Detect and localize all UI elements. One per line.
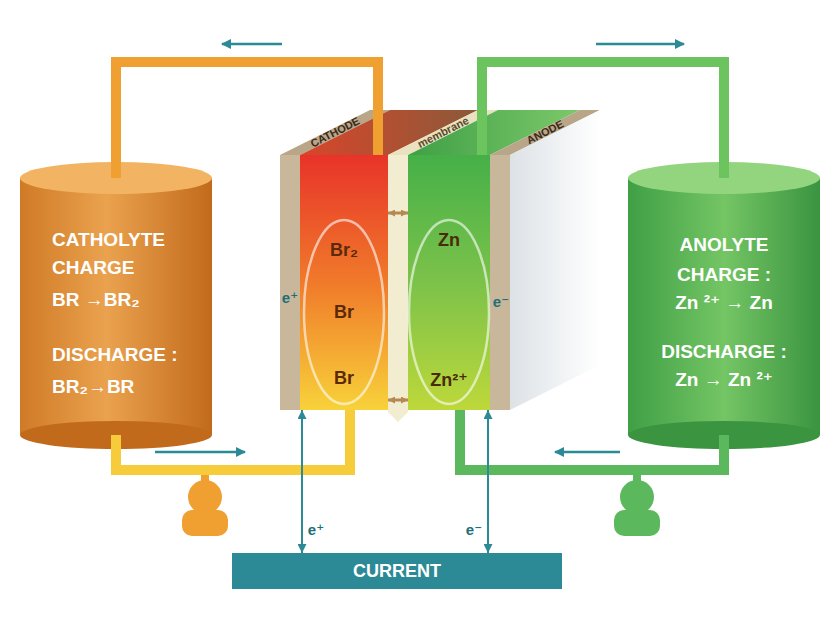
tank-body: [628, 178, 820, 435]
electrolyte-pipe: [116, 410, 350, 470]
node-text: Zn → Zn ²⁺: [628, 369, 820, 391]
flow-arrow: [222, 43, 282, 46]
charge-carrier: e⁺: [282, 290, 298, 307]
node-text: BR →BR₂: [20, 289, 212, 311]
catholyte-tank: CATHOLYTE CHARGE BR →BR₂ DISCHARGE : BR₂→BR: [20, 178, 212, 435]
anolyte-chamber: ZnZn²⁺: [408, 155, 490, 410]
node-text: CHARGE: [20, 257, 212, 279]
node-text: Zn²⁺: [408, 369, 490, 391]
anode-plate: [490, 155, 510, 410]
electrolyte-pipe: [482, 62, 724, 178]
charge-carrier: e⁺: [308, 522, 324, 539]
node-text: Br: [300, 301, 388, 323]
pump: [620, 480, 654, 514]
pump: [188, 480, 222, 514]
circulation-loop: [409, 220, 489, 404]
flow-arrow: [596, 43, 684, 46]
node-text: Zn ²⁺ → Zn: [628, 292, 820, 314]
node-text: ANOLYTE: [628, 234, 820, 256]
node-text: CURRENT: [232, 560, 562, 582]
pump-base: [182, 510, 228, 536]
anolyte-tank: ANOLYTE CHARGE : Zn ²⁺ → Zn DISCHARGE : Zn →…: [628, 178, 820, 435]
node-text: DISCHARGE :: [628, 341, 820, 363]
node-text: Zn: [408, 229, 490, 251]
charge-carrier: e⁻: [493, 294, 509, 311]
flow-arrow: [155, 451, 245, 454]
cathode-plate: [280, 155, 300, 410]
current-bar: CURRENT: [232, 553, 562, 589]
anolyte-chamber: [408, 155, 490, 410]
electrolyte-pipe: [116, 62, 378, 178]
charge-carrier: e⁻: [466, 522, 482, 539]
catholyte-chamber: Br₂BrBr: [300, 155, 388, 410]
pump-base: [614, 510, 660, 536]
node-text: DISCHARGE :: [20, 344, 212, 366]
node-text: CHARGE :: [628, 264, 820, 286]
electrolyte-pipe: [460, 410, 724, 470]
membrane: [388, 155, 408, 422]
ion-exchange-arrow: [388, 212, 408, 215]
catholyte-chamber: [300, 155, 388, 410]
node-text: CATHOLYTE: [20, 229, 212, 251]
node-text: Br: [300, 367, 388, 389]
ion-exchange-arrow: [388, 399, 408, 402]
cell-side: [510, 110, 600, 410]
flow-arrow: [555, 451, 620, 454]
node-text: BR₂→BR: [20, 376, 212, 398]
current-arrow: [301, 410, 303, 553]
tank-body: [20, 178, 212, 435]
current-arrow: [487, 410, 489, 553]
node-text: Br₂: [300, 239, 388, 261]
